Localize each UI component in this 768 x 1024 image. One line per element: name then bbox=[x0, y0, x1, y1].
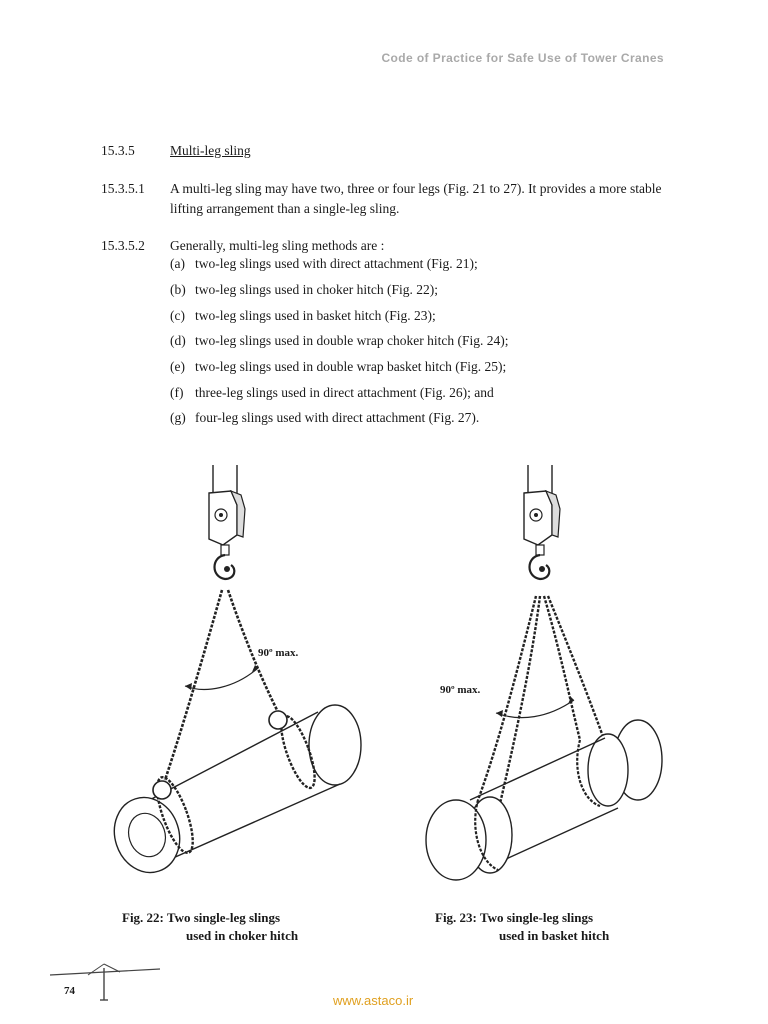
running-header: Code of Practice for Safe Use of Tower C… bbox=[381, 51, 664, 65]
list-item: (g) four-leg slings used with direct atta… bbox=[170, 410, 479, 426]
clause-text: Generally, multi-leg sling methods are : bbox=[170, 238, 385, 253]
list-label: (g) bbox=[170, 410, 186, 425]
list-label: (c) bbox=[170, 308, 185, 323]
caption-line: used in choker hitch bbox=[186, 928, 299, 943]
caption-line: used in basket hitch bbox=[499, 928, 610, 943]
figure-23-drawing bbox=[425, 463, 663, 881]
section-number: 15.3.5 bbox=[101, 143, 135, 158]
angle-label-fig22: 90º max. bbox=[258, 647, 299, 659]
list-text: four-leg slings used with direct attachm… bbox=[195, 410, 480, 425]
figure-23-caption: Fig. 23: Two single-leg slings used in b… bbox=[435, 909, 609, 945]
list-text: two-leg slings used with direct attachme… bbox=[195, 256, 478, 271]
list-label: (d) bbox=[170, 333, 186, 348]
list-text: three-leg slings used in direct attachme… bbox=[195, 385, 494, 400]
list-item: (d) two-leg slings used in double wrap ch… bbox=[170, 333, 508, 349]
section-title: Multi-leg sling bbox=[170, 143, 251, 158]
clause-number: 15.3.5.2 bbox=[101, 238, 145, 253]
list-item: (f) three-leg slings used in direct attac… bbox=[170, 385, 494, 401]
clause-number: 15.3.5.1 bbox=[101, 181, 145, 196]
caption-line: Fig. 23: Two single-leg slings bbox=[435, 910, 594, 925]
figure-22-drawing bbox=[113, 463, 362, 874]
list-text: two-leg slings used in double wrap baske… bbox=[195, 359, 507, 374]
footer-url-link[interactable]: www.astaco.ir bbox=[333, 993, 414, 1008]
list-label: (f) bbox=[170, 385, 184, 400]
list-label: (b) bbox=[170, 282, 186, 297]
list-label: (a) bbox=[170, 256, 185, 271]
list-label: (e) bbox=[170, 359, 185, 374]
caption-line: Fig. 22: Two single-leg slings bbox=[122, 910, 281, 925]
list-text: two-leg slings used in basket hitch (Fig… bbox=[195, 308, 436, 323]
page-number: 74 bbox=[64, 985, 75, 997]
list-item: (a) two-leg slings used with direct attac… bbox=[170, 256, 478, 272]
figure-22-caption: Fig. 22: Two single-leg slings used in c… bbox=[122, 909, 298, 945]
angle-label-fig23: 90º max. bbox=[440, 684, 481, 696]
list-item: (c) two-leg slings used in basket hitch (… bbox=[170, 308, 436, 324]
list-text: two-leg slings used in double wrap choke… bbox=[195, 333, 509, 348]
list-item: (b) two-leg slings used in choker hitch (… bbox=[170, 282, 438, 298]
crane-logo-icon bbox=[49, 963, 161, 1001]
list-item: (e) two-leg slings used in double wrap ba… bbox=[170, 359, 506, 375]
clause-text: A multi-leg sling may have two, three or… bbox=[170, 181, 662, 216]
list-text: two-leg slings used in choker hitch (Fig… bbox=[195, 282, 438, 297]
